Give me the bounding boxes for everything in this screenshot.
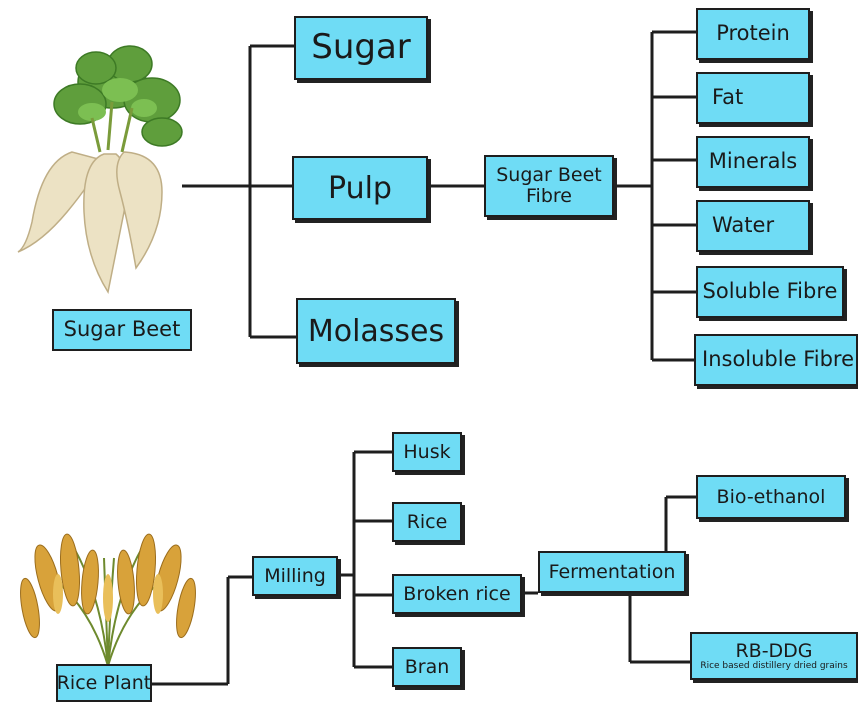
component-water: Water <box>696 200 810 252</box>
rb-ddg-subtext: Rice based distillery dried grains <box>700 662 847 672</box>
component-label: Water <box>712 214 774 237</box>
rice-plant-text: Rice Plant <box>57 673 152 694</box>
milling-box: Milling <box>252 556 338 596</box>
sugar-text: Sugar <box>311 29 411 66</box>
molasses-text: Molasses <box>308 315 444 348</box>
component-label: Insoluble Fibre <box>702 348 854 371</box>
sugar-box: Sugar <box>294 16 428 80</box>
fibre-line-2: Fibre <box>526 186 572 207</box>
rice-product-bran: Bran <box>392 647 462 687</box>
rice-plant-icon <box>8 498 208 668</box>
sugar-beet-icon <box>12 42 202 302</box>
molasses-box: Molasses <box>296 298 456 364</box>
fermentation-box: Fermentation <box>538 551 686 593</box>
milling-text: Milling <box>264 566 326 587</box>
pulp-text: Pulp <box>328 172 392 205</box>
rice-product-husk: Husk <box>392 432 462 472</box>
component-label: Protein <box>716 22 790 45</box>
sugar-beet-fibre-box: Sugar Beet Fibre <box>484 155 614 217</box>
pulp-box: Pulp <box>292 156 428 220</box>
component-minerals: Minerals <box>696 136 810 188</box>
fibre-line-1: Sugar Beet <box>496 165 602 186</box>
rice-product-rice: Rice <box>392 502 462 542</box>
sugar-beet-label: Sugar Beet <box>52 309 192 351</box>
rb-ddg-box: RB-DDG Rice based distillery dried grain… <box>690 632 858 680</box>
component-protein: Protein <box>696 8 810 60</box>
rb-ddg-text: RB-DDG <box>735 641 812 662</box>
component-label: Minerals <box>709 150 797 173</box>
component-fat: Fat <box>696 72 810 124</box>
component-soluble-fibre: Soluble Fibre <box>696 266 844 318</box>
rice-product-label: Bran <box>405 657 450 678</box>
sugar-beet-text: Sugar Beet <box>64 318 181 341</box>
bio-ethanol-text: Bio-ethanol <box>717 487 826 508</box>
component-insoluble-fibre: Insoluble Fibre <box>694 334 858 386</box>
fermentation-text: Fermentation <box>549 562 676 583</box>
rice-product-broken-rice: Broken rice <box>392 574 522 614</box>
rice-product-label: Husk <box>403 442 450 463</box>
component-label: Soluble Fibre <box>703 280 838 303</box>
rice-plant-label: Rice Plant <box>56 664 152 702</box>
component-label: Fat <box>712 86 743 109</box>
rice-product-label: Rice <box>407 512 448 533</box>
rice-product-label: Broken rice <box>403 584 510 605</box>
bio-ethanol-box: Bio-ethanol <box>696 475 846 519</box>
